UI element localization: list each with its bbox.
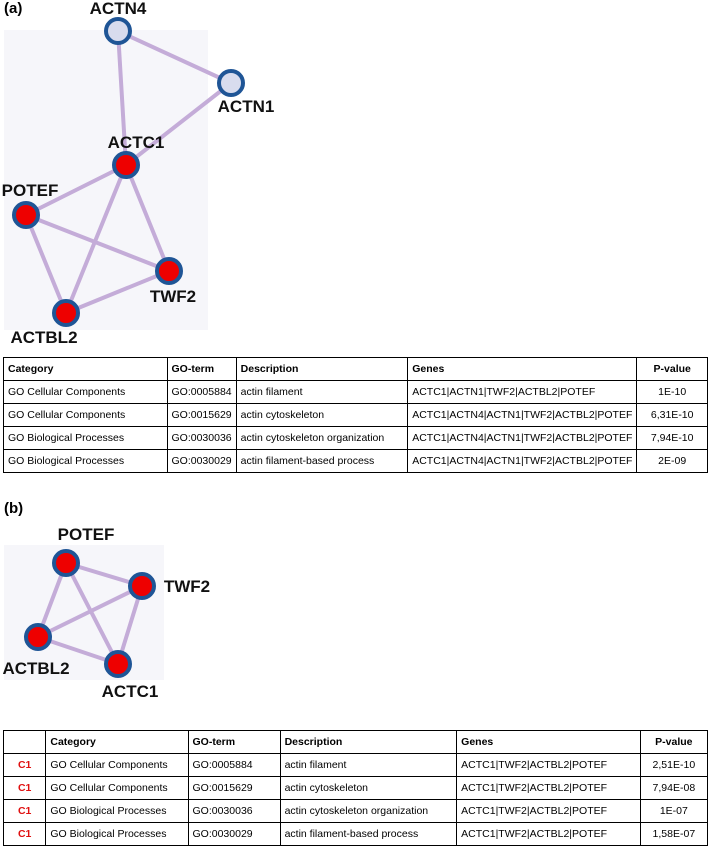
table-b-cell: GO:0015629 bbox=[187, 776, 281, 800]
network-b-node-label-potef: POTEF bbox=[58, 525, 115, 544]
table-a-cell: actin cytoskeleton organization bbox=[235, 426, 409, 450]
table-b-cell: ACTC1|TWF2|ACTBL2|POTEF bbox=[456, 753, 641, 777]
network-a-node-actn1 bbox=[217, 69, 245, 97]
network-b-edge-potef-actc1 bbox=[64, 561, 120, 666]
table-b-header-4: Genes bbox=[456, 730, 641, 754]
table-a-header-0: Category bbox=[3, 357, 168, 381]
network-a-node-twf2 bbox=[155, 257, 183, 285]
network-a-edge-actn4-actc1 bbox=[116, 29, 128, 167]
network-b-node-label-twf2: TWF2 bbox=[164, 577, 210, 596]
table-b-header-1: Category bbox=[45, 730, 189, 754]
table-b-cell: C1 bbox=[2, 822, 47, 846]
network-b-edge-actbl2-actc1 bbox=[36, 635, 120, 666]
network-a-edge-potef-actbl2 bbox=[24, 213, 68, 315]
network-a-edge-actc1-actbl2 bbox=[64, 163, 128, 315]
table-b-cell: 7,94E-08 bbox=[639, 776, 709, 800]
network-a-node-label-twf2: TWF2 bbox=[150, 287, 196, 306]
network-a-node-label-potef: POTEF bbox=[2, 181, 59, 200]
table-b-cell: GO:0030029 bbox=[187, 822, 281, 846]
table-b-header-2: GO-term bbox=[187, 730, 281, 754]
table-b-cell: actin cytoskeleton organization bbox=[279, 799, 458, 823]
network-a-edge-actc1-potef bbox=[24, 163, 128, 217]
table-a-header-1: GO-term bbox=[166, 357, 237, 381]
table-b-cell: GO:0030036 bbox=[187, 799, 281, 823]
table-a-cell: ACTC1|ACTN4|ACTN1|TWF2|ACTBL2|POTEF bbox=[407, 403, 638, 427]
network-a-node-actc1 bbox=[112, 151, 140, 179]
table-a-cell: actin cytoskeleton bbox=[235, 403, 409, 427]
network-a-edge-actn4-actn1 bbox=[116, 29, 233, 85]
table-b-cell: ACTC1|TWF2|ACTBL2|POTEF bbox=[456, 822, 641, 846]
table-b-cell: C1 bbox=[2, 776, 47, 800]
network-b-node-label-actc1: ACTC1 bbox=[102, 682, 159, 701]
table-b-cell: GO Cellular Components bbox=[45, 753, 189, 777]
table-a-cell: GO Biological Processes bbox=[3, 449, 168, 473]
network-b-node-actc1 bbox=[104, 650, 132, 678]
table-b-header-0 bbox=[2, 730, 47, 754]
table-a-header-2: Description bbox=[235, 357, 409, 381]
network-a-edge-actn1-actc1 bbox=[124, 81, 233, 167]
network-b-node-actbl2 bbox=[24, 623, 52, 651]
network-b-node-twf2 bbox=[128, 572, 156, 600]
table-b-cell: GO Biological Processes bbox=[45, 799, 189, 823]
table-b-cell: C1 bbox=[2, 799, 47, 823]
table-a-cell: actin filament-based process bbox=[235, 449, 409, 473]
table-b-header-5: P-value bbox=[639, 730, 709, 754]
network-a-edge-actc1-twf2 bbox=[124, 163, 171, 273]
table-b-cell: GO Cellular Components bbox=[45, 776, 189, 800]
table-b-cell: actin cytoskeleton bbox=[279, 776, 458, 800]
network-a-edge-potef-twf2 bbox=[24, 213, 171, 273]
network-a-node-label-actc1: ACTC1 bbox=[108, 133, 165, 152]
table-b-cell: actin filament-based process bbox=[279, 822, 458, 846]
network-a-node-actbl2 bbox=[52, 299, 80, 327]
table-b-cell: 1,58E-07 bbox=[639, 822, 709, 846]
table-b-cell: 1E-07 bbox=[639, 799, 709, 823]
table-a-cell: ACTC1|ACTN4|ACTN1|TWF2|ACTBL2|POTEF bbox=[407, 426, 638, 450]
network-b-edge-twf2-actbl2 bbox=[36, 584, 144, 639]
network-b-node-potef bbox=[52, 549, 80, 577]
network-a-edge-twf2-actbl2 bbox=[64, 269, 171, 315]
table-a-cell: 2E-09 bbox=[636, 449, 708, 473]
table-a-cell: GO Cellular Components bbox=[3, 403, 168, 427]
table-a-cell: GO:0030029 bbox=[166, 449, 237, 473]
network-a-node-actn4 bbox=[104, 17, 132, 45]
panel-a-label: (a) bbox=[4, 0, 23, 17]
network-b-node-label-actbl2: ACTBL2 bbox=[2, 659, 69, 678]
table-a-cell: 1E-10 bbox=[636, 380, 708, 404]
table-b-cell: GO:0005884 bbox=[187, 753, 281, 777]
table-b-cell: C1 bbox=[2, 753, 47, 777]
table-a-header-4: P-value bbox=[636, 357, 708, 381]
table-b-cell: GO Biological Processes bbox=[45, 822, 189, 846]
network-a-node-label-actbl2: ACTBL2 bbox=[10, 328, 77, 345]
table-b-cell: 2,51E-10 bbox=[639, 753, 709, 777]
table-b-cell: actin filament bbox=[279, 753, 458, 777]
network-a-node-label-actn4: ACTN4 bbox=[90, 0, 147, 18]
table-a-cell: GO:0005884 bbox=[166, 380, 237, 404]
table-b-header-3: Description bbox=[279, 730, 458, 754]
table-b-cell: ACTC1|TWF2|ACTBL2|POTEF bbox=[456, 799, 641, 823]
network-a-node-label-actn1: ACTN1 bbox=[218, 97, 275, 116]
network-a-node-potef bbox=[12, 201, 40, 229]
table-a-cell: ACTC1|ACTN4|ACTN1|TWF2|ACTBL2|POTEF bbox=[407, 449, 638, 473]
panel-b-label: (b) bbox=[4, 500, 24, 517]
table-b-cell: ACTC1|TWF2|ACTBL2|POTEF bbox=[456, 776, 641, 800]
